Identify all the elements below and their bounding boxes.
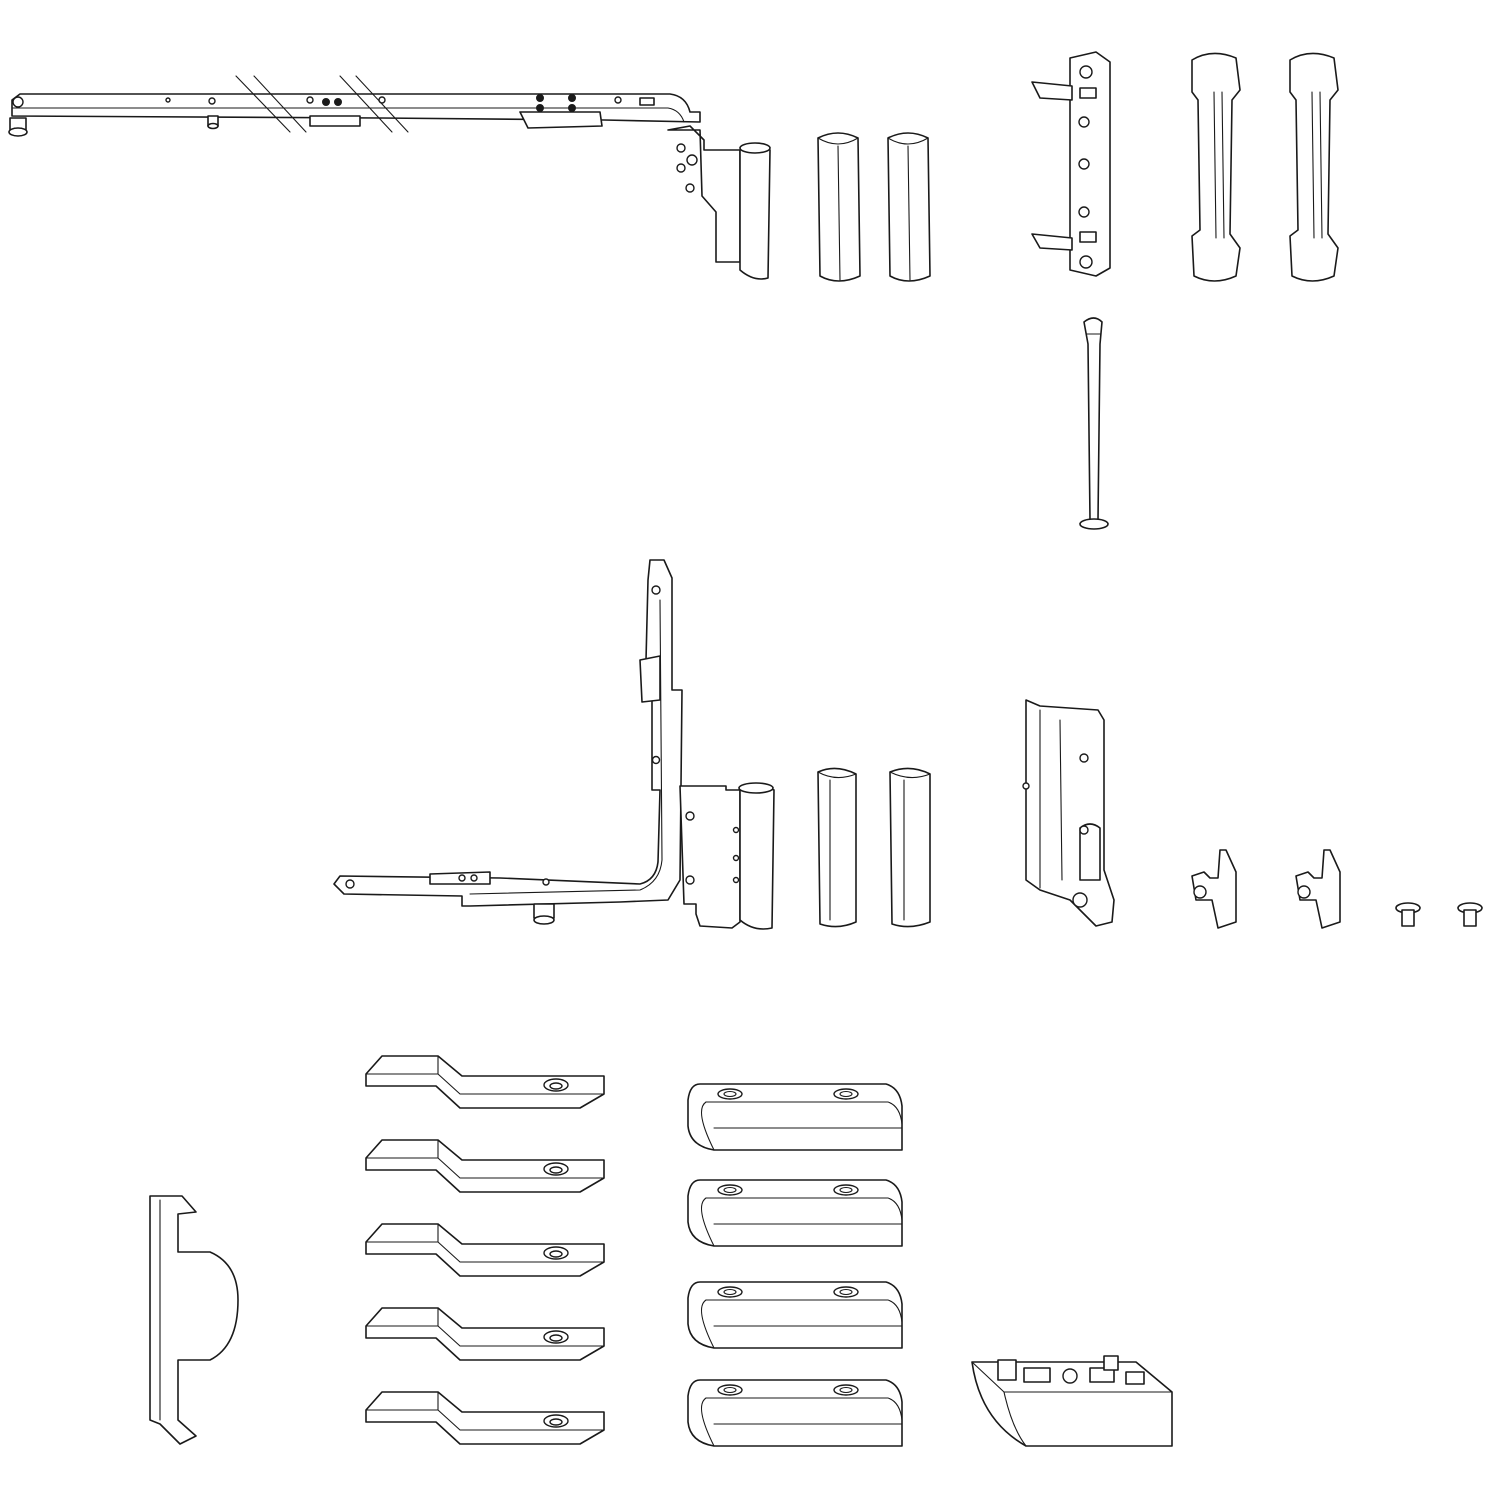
packing-block <box>687 1179 903 1247</box>
clip <box>1191 849 1237 929</box>
frame-hinge-bracket <box>1031 51 1111 277</box>
packing-shim <box>365 1055 605 1109</box>
frame-hinge-cover <box>1289 52 1339 282</box>
packing-shims <box>365 1055 605 1445</box>
packing-shim <box>365 1223 605 1277</box>
clip <box>1295 849 1341 929</box>
hinge-cover-cap <box>817 132 861 282</box>
upper-stay-arm <box>8 75 701 137</box>
packing-blocks <box>687 1083 903 1447</box>
stud <box>1395 902 1421 927</box>
frame-hinge-cover <box>1191 52 1241 282</box>
packing-block <box>687 1379 903 1447</box>
frame-hinge-bearing <box>1022 699 1115 927</box>
packing-shim <box>365 1307 605 1361</box>
hinge-lower <box>679 782 775 930</box>
hinge-cover-cap <box>889 767 931 928</box>
hinge-pin <box>1079 317 1109 530</box>
stud <box>1457 902 1483 927</box>
packing-shim <box>365 1391 605 1445</box>
packing-shim <box>365 1139 605 1193</box>
hinge-cover-cap <box>817 767 857 928</box>
packing-block <box>687 1281 903 1349</box>
corner-stay-arm <box>333 559 683 925</box>
packing-block <box>687 1083 903 1151</box>
hinge-upper <box>667 125 771 280</box>
hinge-cover-cap <box>887 132 931 282</box>
glazing-wedge <box>971 1355 1173 1447</box>
drive-adapter <box>149 1195 239 1445</box>
